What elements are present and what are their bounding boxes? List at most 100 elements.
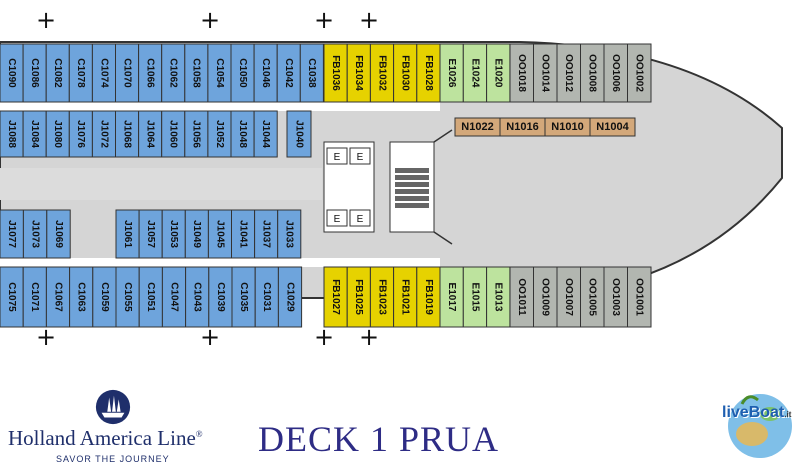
- cabin-number: C1063: [76, 282, 87, 312]
- frame-marker: +: [36, 6, 56, 34]
- cabin-j1084: J1084: [22, 110, 47, 158]
- cabin-j1053: J1053: [161, 209, 186, 259]
- cabin-c1086: C1086: [22, 43, 47, 103]
- cabin-number: C1050: [237, 58, 248, 88]
- stair-step: [395, 168, 429, 173]
- cabin-number: C1038: [306, 58, 317, 88]
- cabin-j1077: J1077: [0, 209, 24, 259]
- cabin-number: C1078: [75, 58, 86, 88]
- cabin-number: C1046: [260, 58, 271, 88]
- cabin-number: J1057: [145, 220, 156, 248]
- cabin-number: N1010: [551, 121, 583, 133]
- cabin-fb1023: FB1023: [369, 266, 395, 328]
- frame-marker: +: [200, 323, 220, 351]
- cabin-number: J1080: [52, 120, 63, 148]
- lift-box: [326, 209, 348, 227]
- cabin-oo1009: OO1009: [533, 266, 558, 328]
- cabin-j1056: J1056: [184, 110, 209, 158]
- cabin-number: FB1034: [353, 55, 364, 91]
- stair-step: [395, 175, 429, 180]
- cabin-number: C1055: [122, 282, 133, 312]
- cabin-j1048: J1048: [230, 110, 255, 158]
- cabin-number: OO1008: [587, 54, 598, 92]
- cabin-number: C1062: [168, 58, 179, 88]
- cabin-oo1005: OO1005: [580, 266, 605, 328]
- lift-label: E: [334, 152, 341, 163]
- cabin-c1058: C1058: [184, 43, 209, 103]
- cabin-j1072: J1072: [91, 110, 117, 158]
- cabin-oo1002: OO1002: [627, 43, 652, 103]
- cabin-c1047: C1047: [161, 266, 187, 328]
- cabin-j1080: J1080: [45, 110, 70, 158]
- cabin-n1004: N1004: [589, 117, 636, 137]
- stair-step: [395, 189, 429, 194]
- cabin-c1042: C1042: [276, 43, 301, 103]
- lift-car: E: [326, 147, 348, 165]
- cabin-j1037: J1037: [254, 209, 279, 259]
- cabin-number: OO1001: [634, 278, 645, 316]
- cabin-n1010: N1010: [544, 117, 591, 137]
- cabin-j1045: J1045: [207, 209, 232, 259]
- cabin-number: C1051: [145, 282, 156, 312]
- cabin-oo1003: OO1003: [603, 266, 628, 328]
- cabin-c1029: C1029: [277, 266, 303, 328]
- cabin-box: [299, 43, 324, 103]
- center-lane: [0, 168, 322, 200]
- cabin-number: FB1028: [423, 55, 434, 91]
- cabin-n1016: N1016: [499, 117, 546, 137]
- cabin-number: OO1012: [563, 54, 574, 92]
- cabin-j1068: J1068: [115, 110, 140, 158]
- cabin-number: C1090: [6, 58, 17, 88]
- cabin-number: C1047: [168, 282, 179, 312]
- cabin-c1090: C1090: [0, 43, 24, 103]
- cabin-e1020: E1020: [486, 43, 511, 103]
- cabin-oo1008: OO1008: [580, 43, 605, 103]
- cabin-number: E1026: [446, 59, 457, 88]
- cabin-number: OO1018: [516, 54, 527, 92]
- cabin-oo1011: OO1011: [509, 266, 534, 328]
- cabin-number: OO1007: [563, 278, 574, 316]
- lift-car: E: [326, 209, 348, 227]
- frame-marker: +: [200, 6, 220, 34]
- cabin-c1067: C1067: [45, 266, 71, 328]
- cabin-j1088: J1088: [0, 110, 24, 158]
- cabin-oo1007: OO1007: [556, 266, 581, 328]
- cabin-c1075: C1075: [0, 266, 24, 328]
- cabin-j1060: J1060: [161, 110, 186, 158]
- cabin-number: E1017: [446, 283, 457, 312]
- cabin-oo1012: OO1012: [556, 43, 581, 103]
- cabin-c1051: C1051: [138, 266, 163, 328]
- cabin-c1055: C1055: [115, 266, 140, 328]
- cabin-c1046: C1046: [253, 43, 278, 103]
- frame-markers: ++++++++: [36, 6, 379, 351]
- door-line: [433, 129, 453, 245]
- cabin-number: FB1021: [400, 279, 411, 315]
- cabin-box: [627, 266, 652, 328]
- lift-car: E: [349, 147, 371, 165]
- cabin-number: J1060: [168, 120, 179, 148]
- cabin-c1078: C1078: [68, 43, 93, 103]
- cabin-j1033: J1033: [277, 209, 302, 259]
- brand-name: Holland America Line®: [8, 426, 203, 450]
- cabin-c1038: C1038: [299, 43, 324, 103]
- cabin-number: E1013: [493, 283, 504, 312]
- holland-america-logo: Holland America Line® SAVOR THE JOURNEY: [8, 388, 240, 468]
- cabin-n1022: N1022: [454, 117, 501, 137]
- cabin-number: C1082: [52, 58, 63, 88]
- cabin-fb1032: FB1032: [369, 43, 395, 103]
- cabin-number: J1045: [214, 220, 225, 248]
- cabin-e1015: E1015: [462, 266, 488, 328]
- cabin-number: C1042: [283, 58, 294, 88]
- stair-step: [395, 182, 429, 187]
- cabin-box: [277, 266, 303, 328]
- cabin-number: FB1025: [353, 279, 364, 315]
- lift-box: [326, 147, 348, 165]
- cabin-number: C1035: [238, 282, 249, 312]
- cabin-number: C1043: [192, 282, 203, 312]
- globe-icon: [728, 394, 792, 458]
- liveboat-watermark: liveBoat.it: [712, 382, 798, 468]
- cabin-fb1030: FB1030: [393, 43, 418, 103]
- lift-label: E: [334, 214, 341, 225]
- cabin-number: E1024: [469, 59, 480, 88]
